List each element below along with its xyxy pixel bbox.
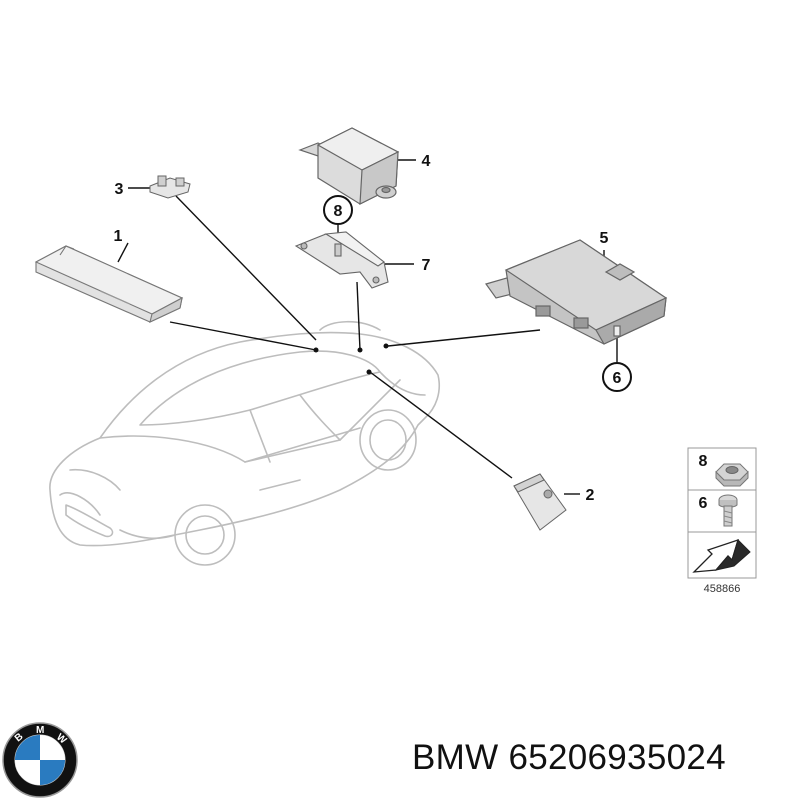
part-5-tuner-module bbox=[485, 239, 668, 345]
caption-part-number: 65206935024 bbox=[508, 738, 726, 777]
callout-7: 7 bbox=[422, 257, 431, 274]
legend-item-8: 8 bbox=[699, 453, 708, 470]
callout-4: 4 bbox=[422, 153, 431, 170]
car-outline bbox=[49, 320, 441, 566]
direction-arrow-icon bbox=[692, 538, 751, 573]
part-1-antenna-module bbox=[34, 245, 184, 323]
part-3-sensor bbox=[149, 175, 191, 199]
bmw-logo: B M W bbox=[2, 722, 78, 798]
callout-2: 2 bbox=[586, 487, 595, 504]
callout-5: 5 bbox=[600, 230, 609, 247]
bolt-icon bbox=[718, 494, 738, 527]
nut-icon bbox=[715, 463, 749, 487]
bmw-logo-lettering-m: M bbox=[36, 725, 44, 736]
part-caption: BMW 65206935024 bbox=[412, 738, 726, 778]
leader-lines bbox=[117, 159, 618, 495]
legend-box: 8 6 458866 bbox=[687, 447, 757, 595]
part-7-bracket bbox=[294, 231, 389, 289]
callout-circle-8: 8 bbox=[323, 195, 353, 225]
caption-brand: BMW bbox=[412, 738, 499, 777]
legend-item-6: 6 bbox=[699, 495, 708, 512]
callout-6: 6 bbox=[613, 370, 622, 387]
callout-8: 8 bbox=[334, 203, 343, 220]
callout-1: 1 bbox=[114, 228, 123, 245]
callout-circle-6: 6 bbox=[602, 362, 632, 392]
part-4-control-unit bbox=[298, 127, 400, 206]
legend-reference-number: 458866 bbox=[704, 583, 741, 595]
leader-dots bbox=[313, 343, 389, 375]
part-2-flat-antenna bbox=[513, 473, 567, 531]
callout-3: 3 bbox=[115, 181, 124, 198]
